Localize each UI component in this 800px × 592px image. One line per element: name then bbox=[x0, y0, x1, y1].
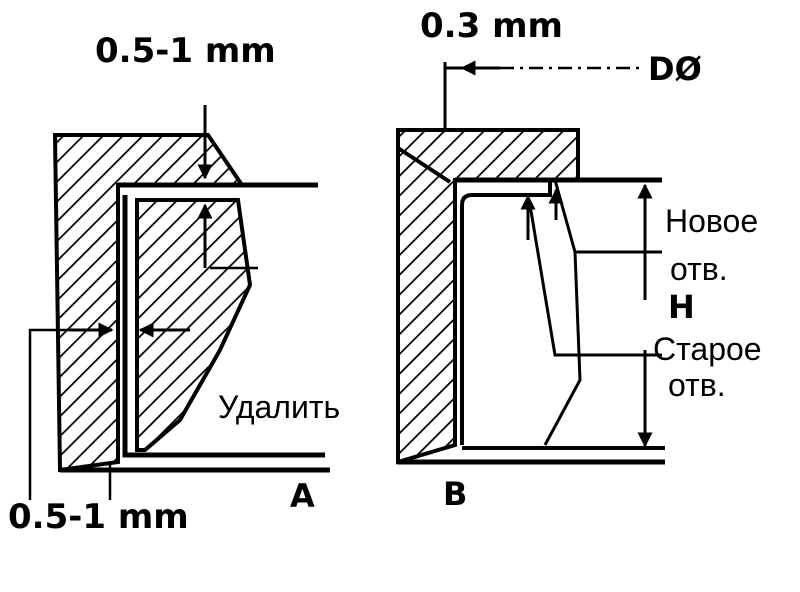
chamfer-mark-b bbox=[396, 146, 452, 184]
remove-label: Удалить bbox=[218, 389, 340, 425]
cutter-profile bbox=[543, 251, 582, 446]
bore-inner-a bbox=[122, 195, 325, 458]
new-hole-label-2: отв. bbox=[670, 251, 728, 287]
bore-inner-b bbox=[460, 180, 552, 445]
new-hole-label-1: Новое bbox=[665, 203, 758, 239]
panel-b: 0.3 mm DØ Новое отв. H Старое отв. B bbox=[396, 6, 762, 513]
height-label: H bbox=[668, 288, 695, 326]
old-hole-profile bbox=[528, 204, 662, 357]
panel-a: 0.5-1 mm 0.5-1 mm Удалить A bbox=[8, 31, 340, 537]
dim-label-bottom-a: 0.5-1 mm bbox=[8, 497, 189, 537]
panel-a-label: A bbox=[290, 477, 315, 515]
old-hole-label-2: отв. bbox=[668, 367, 726, 403]
dim-label-top-a: 0.5-1 mm bbox=[95, 31, 276, 71]
dim-label-top-b: 0.3 mm bbox=[420, 6, 563, 46]
old-hole-label-1: Старое bbox=[653, 331, 762, 367]
diameter-label: DØ bbox=[648, 50, 702, 88]
seat-insert-a bbox=[135, 198, 253, 452]
panel-b-label: B bbox=[443, 475, 467, 513]
